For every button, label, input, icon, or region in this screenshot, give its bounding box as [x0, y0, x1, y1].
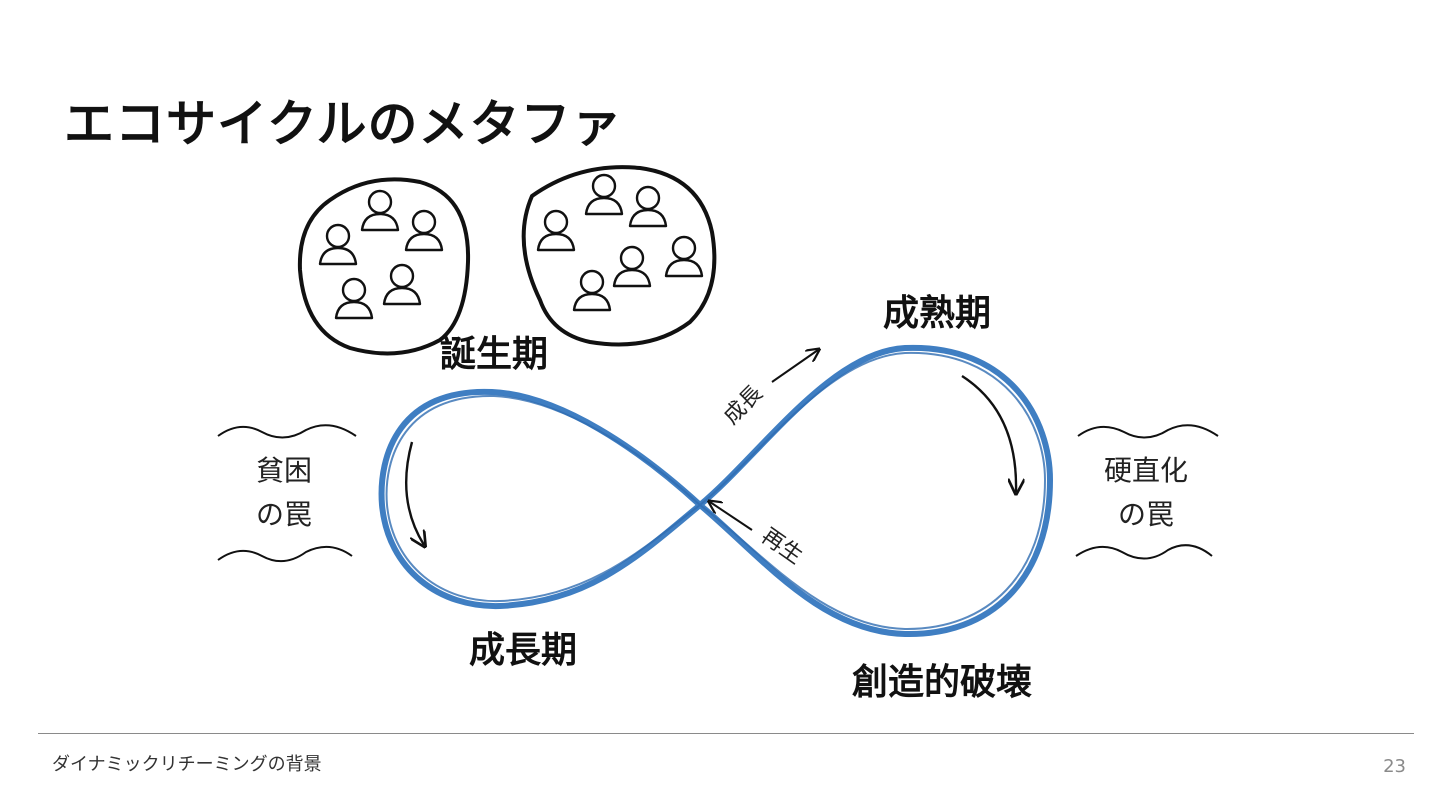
stage-creative-destruction-label: 創造的破壊 [852, 662, 1032, 703]
team-cluster-left-outline [300, 179, 468, 353]
person-icon [586, 175, 622, 214]
team-cluster-left [300, 179, 468, 353]
rigidity-trap-top-wave [1078, 425, 1218, 437]
growth-arrow-label: 成長 [719, 381, 768, 430]
team-cluster-right [524, 167, 715, 344]
poverty-trap-top-wave [218, 425, 356, 437]
stage-birth-label: 誕生期 [440, 334, 548, 375]
poverty-trap: 貧困 の罠 [218, 425, 356, 561]
rigidity-trap-label-line1: 硬直化 [1104, 454, 1188, 487]
rigidity-trap: 硬直化 の罠 [1076, 425, 1218, 558]
flow-arrow-right [962, 376, 1016, 492]
person-icon [336, 279, 372, 318]
footer-section-title: ダイナミックリチーミングの背景 [52, 750, 322, 776]
team-cluster-right-outline [524, 167, 715, 344]
rigidity-trap-label-line2: の罠 [1118, 498, 1174, 531]
growth-arrow [772, 350, 818, 382]
person-icon [320, 225, 356, 264]
person-icon [666, 237, 702, 276]
person-icon [538, 211, 574, 250]
rigidity-trap-bottom-wave [1076, 545, 1212, 558]
person-icon [614, 247, 650, 286]
person-icon [384, 265, 420, 304]
person-icon [574, 271, 610, 310]
poverty-trap-label-line1: 貧困 [256, 454, 312, 487]
footer-divider [38, 733, 1414, 734]
stage-maturity-label: 成熟期 [883, 293, 991, 334]
page-number: 23 [1383, 756, 1406, 777]
stage-growth-label: 成長期 [469, 630, 577, 671]
flow-arrow-left [406, 442, 424, 545]
poverty-trap-bottom-wave [218, 547, 352, 561]
person-icon [362, 191, 398, 230]
poverty-trap-label-line2: の罠 [256, 498, 312, 531]
person-icon [630, 187, 666, 226]
person-icon [406, 211, 442, 250]
